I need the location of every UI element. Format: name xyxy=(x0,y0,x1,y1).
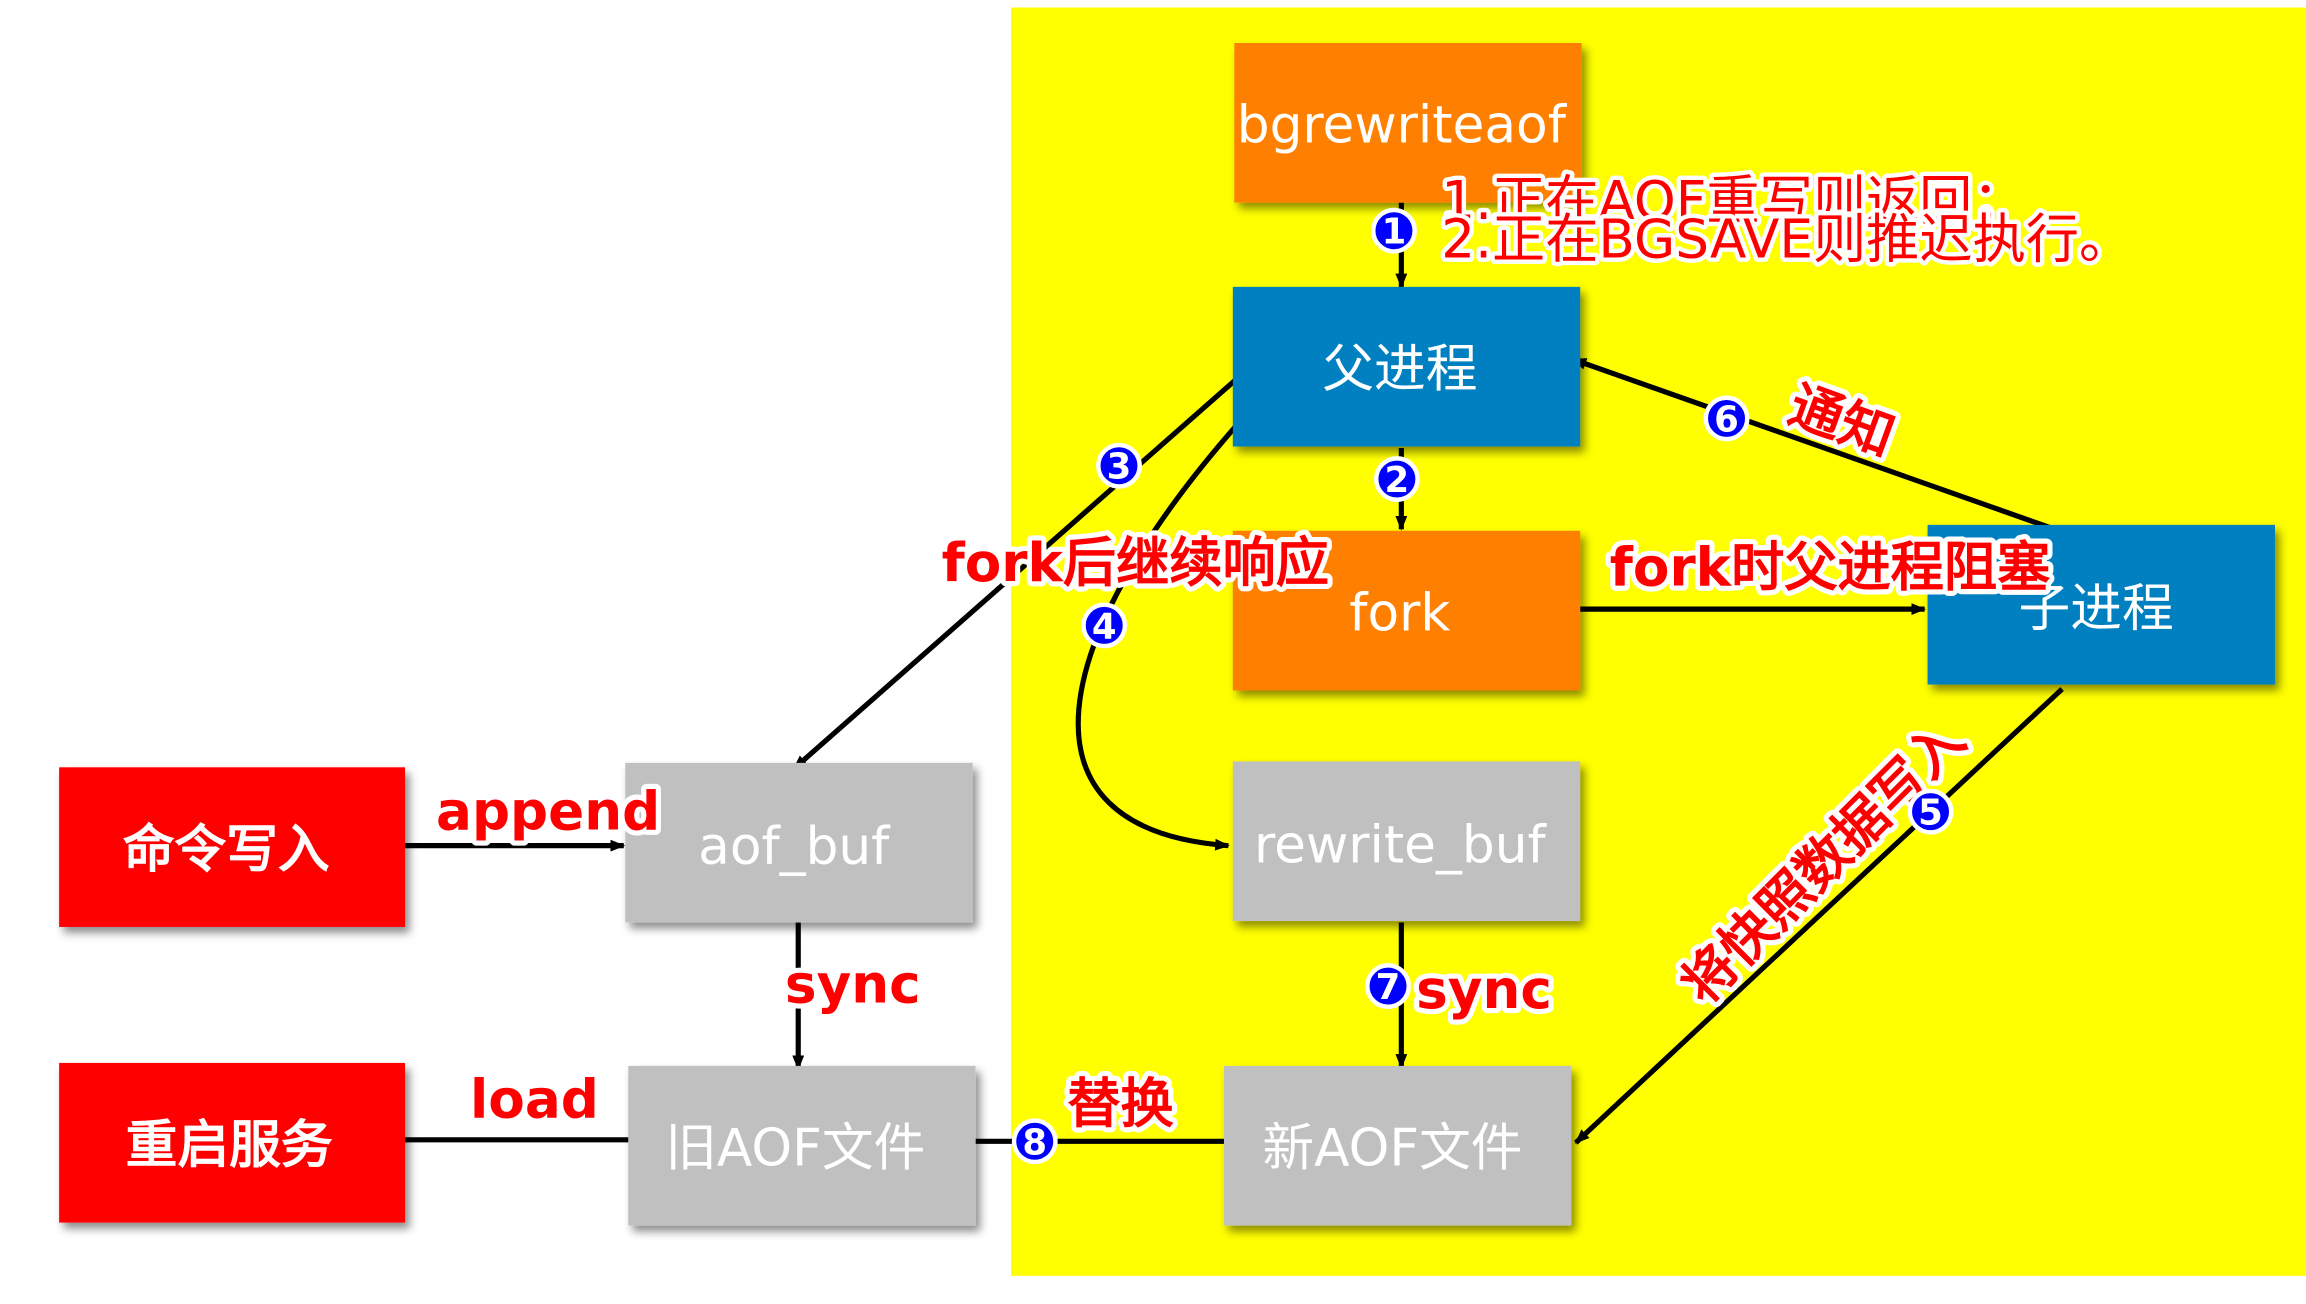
svg-text:7: 7 xyxy=(1376,967,1401,1008)
node-bgrewriteaof: bgrewriteaof xyxy=(1234,42,1582,203)
node-new-aof-file: 新AOF文件 xyxy=(1223,1065,1572,1226)
edge-label-sync-aof: sync xyxy=(785,953,921,1015)
node-bgrewriteaof-label: bgrewriteaof xyxy=(1237,96,1568,156)
svg-text:6: 6 xyxy=(1714,399,1739,440)
node-aof-buf-label: aof_buf xyxy=(698,817,891,877)
edges xyxy=(385,202,2064,1148)
node-command-write: 命令写入 xyxy=(59,767,406,927)
node-fork-label: fork xyxy=(1349,584,1450,644)
note-line-1: 1.正在AOF重写则返回； xyxy=(1441,170,2025,232)
svg-text:2: 2 xyxy=(1385,460,1410,501)
edge-child-to-parent xyxy=(1571,356,2060,534)
svg-text:3: 3 xyxy=(1107,447,1132,488)
node-rewrite-buf-label: rewrite_buf xyxy=(1254,816,1547,876)
node-command-write-label: 命令写入 xyxy=(123,820,330,880)
node-child-process: 子进程 xyxy=(1927,524,2275,685)
edge-label-sync-rewrite: sync xyxy=(1416,959,1552,1021)
node-restart-service: 重启服务 xyxy=(59,1062,406,1223)
node-old-aof-file: 旧AOF文件 xyxy=(628,1065,976,1226)
edge-label-fork-block: fork时父进程阻塞 xyxy=(1610,536,2051,598)
svg-text:1: 1 xyxy=(1382,212,1407,253)
node-child-process-label: 子进程 xyxy=(2019,579,2174,639)
step-badge-6: 6 xyxy=(1703,395,1750,442)
svg-text:4: 4 xyxy=(1092,606,1117,647)
edge-label-fork-continue: fork后继续响应 xyxy=(942,532,1329,594)
edge-parent-to-aof-buf xyxy=(792,375,1241,771)
nodes: bgrewriteaof 父进程 fork 子进程 rewrite_buf ao… xyxy=(59,42,2275,1226)
edge-parent-to-rewrite-buf xyxy=(1075,421,1241,851)
edge-label-load: load xyxy=(470,1069,599,1131)
node-new-aof-file-label: 新AOF文件 xyxy=(1262,1119,1522,1179)
note-line-2: 2.正在BGSAVE则推迟执行。 xyxy=(1441,208,2132,270)
svg-text:8: 8 xyxy=(1022,1122,1047,1163)
step-badge-5: 5 xyxy=(1907,788,1954,835)
step-badge-7: 7 xyxy=(1365,963,1411,1009)
step-badge-8: 8 xyxy=(1011,1118,1058,1165)
edge-child-to-new-aof xyxy=(1574,687,2064,1145)
node-aof-buf: aof_buf xyxy=(625,762,973,923)
bgrewriteaof-note: 1.正在AOF重写则返回； 2.正在BGSAVE则推迟执行。 xyxy=(1437,165,2137,274)
node-fork: fork xyxy=(1232,530,1581,691)
node-restart-service-label: 重启服务 xyxy=(126,1116,333,1176)
step-badge-1: 1 xyxy=(1371,207,1417,254)
edge-label-replace: 替换 xyxy=(1067,1073,1174,1135)
step-badge-3: 3 xyxy=(1096,442,1142,489)
step-badge-2: 2 xyxy=(1373,456,1420,502)
step-badge-4: 4 xyxy=(1081,602,1128,649)
edge-label-append: append xyxy=(436,780,660,842)
node-parent-process: 父进程 xyxy=(1232,286,1581,447)
step-badges: 1 2 3 4 5 6 7 8 xyxy=(1011,207,1954,1165)
node-rewrite-buf: rewrite_buf xyxy=(1232,761,1581,922)
node-parent-process-label: 父进程 xyxy=(1322,340,1477,400)
node-old-aof-file-label: 旧AOF文件 xyxy=(665,1119,925,1179)
svg-text:5: 5 xyxy=(1918,793,1943,834)
